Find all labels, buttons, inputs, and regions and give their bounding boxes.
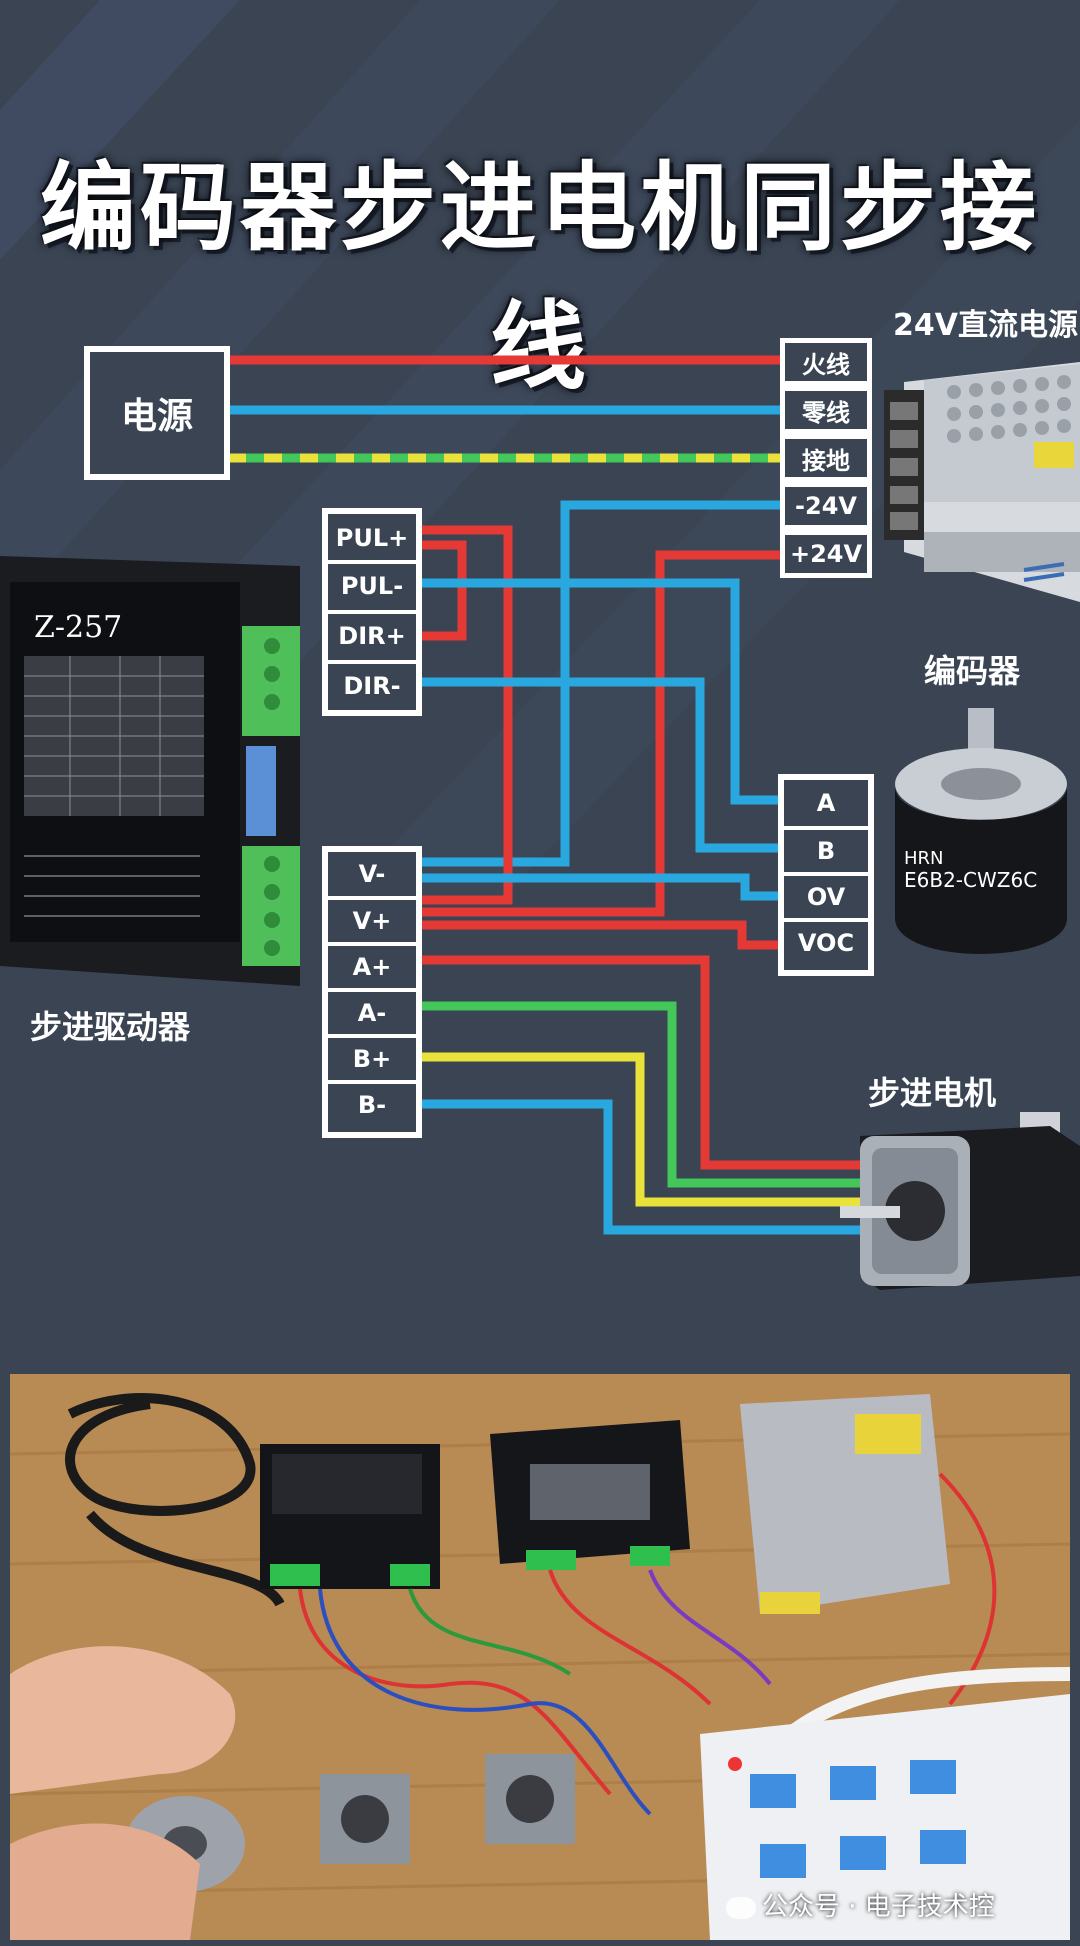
stepper-driver-image xyxy=(0,556,300,986)
power-source-box: 电源 xyxy=(84,346,230,480)
driver-model-label: Z-257 xyxy=(34,610,123,645)
motor-label: 步进电机 xyxy=(868,1074,997,1112)
wire-bplus xyxy=(412,1052,870,1207)
terminal-dir-minus: DIR- xyxy=(328,660,416,708)
wire-dirminus-b xyxy=(412,677,790,853)
terminal-v-minus: V- xyxy=(328,852,416,896)
terminal-pul-minus: PUL- xyxy=(328,560,416,608)
encoder-image xyxy=(895,708,1067,954)
psu-terminal-neutral: 零线 xyxy=(780,386,872,434)
wire-vminus-ov xyxy=(412,873,790,901)
terminal-pul-plus: PUL+ xyxy=(328,514,416,562)
encoder-terminal-b: B xyxy=(784,826,868,872)
psu-terminal-ground: 接地 xyxy=(780,434,872,482)
wechat-icon xyxy=(726,1896,756,1919)
terminal-b-plus: B+ xyxy=(328,1034,416,1080)
psu-label: 24V直流电源 xyxy=(893,308,1078,343)
wire-bminus xyxy=(412,1099,870,1235)
page-title: 编码器步进电机同步接线 xyxy=(40,152,1040,403)
encoder-brand: HRN xyxy=(904,848,944,869)
terminal-b-minus: B- xyxy=(328,1080,416,1126)
encoder-label: 编码器 xyxy=(924,652,1021,690)
encoder-terminal-a: A xyxy=(784,780,868,826)
psu-terminal-live: 火线 xyxy=(780,338,872,386)
wire-aminus xyxy=(412,1001,870,1188)
bench-setup-photo xyxy=(10,1374,1070,1940)
power-source-label: 电源 xyxy=(120,396,193,437)
watermark-text: 公众号 · 电子技术控 xyxy=(726,1886,995,1923)
wire-pos24-vplus xyxy=(412,550,790,917)
encoder-terminal-voc: VOC xyxy=(784,918,868,964)
wire-pulplus xyxy=(412,525,513,905)
psu-terminal-pos24: +24V xyxy=(780,530,872,578)
terminal-a-minus: A- xyxy=(328,988,416,1034)
encoder-model: E6B2-CWZ6C xyxy=(904,868,1038,892)
wire-vplus-voc xyxy=(412,920,790,950)
psu-terminal-neg24: -24V xyxy=(780,482,872,530)
terminal-v-plus: V+ xyxy=(328,896,416,942)
wire-dirplus xyxy=(412,540,467,641)
psu-device-image xyxy=(884,362,1080,602)
terminal-dir-plus: DIR+ xyxy=(328,610,416,658)
wire-aplus xyxy=(412,955,870,1170)
wire-pulminus-a xyxy=(412,578,790,805)
stepper-motor-image xyxy=(840,1112,1080,1290)
encoder-terminal-ov: OV xyxy=(784,872,868,918)
terminal-a-plus: A+ xyxy=(328,942,416,988)
driver-label: 步进驱动器 xyxy=(30,1008,191,1046)
